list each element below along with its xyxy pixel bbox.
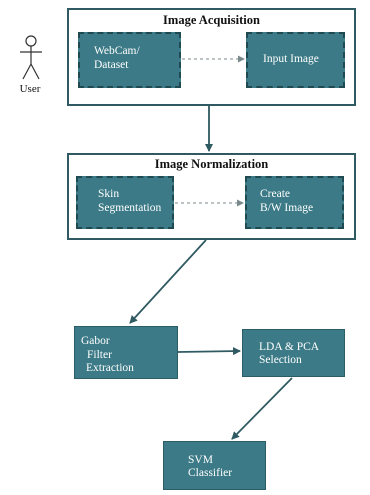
lda-pca-line-2: Selection: [259, 354, 302, 366]
skin-segmentation-box: Skin Segmentation: [76, 176, 174, 229]
svm-classifier-box: SVM Classifier: [163, 441, 266, 490]
create-bw-image-box: Create B/W Image: [245, 176, 344, 229]
user-actor-icon: [20, 35, 42, 80]
gabor-filter-extraction-box: Gabor Filter Extraction: [74, 326, 178, 379]
create-bw-image-line-2: B/W Image: [260, 202, 314, 214]
image-normalization-title: Image Normalization: [154, 157, 269, 171]
skin-segmentation-line-2: Segmentation: [98, 202, 162, 214]
gabor-line-3: Extraction: [86, 362, 134, 374]
webcam-dataset-line-2: Dataset: [94, 59, 129, 71]
gabor-line-2: Filter: [87, 349, 112, 361]
webcam-dataset-line-1: WebCam/: [94, 45, 140, 57]
arrow-selection-to-svm: [231, 377, 293, 440]
image-acquisition-title: Image Acquisition: [163, 13, 260, 27]
webcam-dataset-box: WebCam/ Dataset: [78, 32, 181, 88]
arrow-normalization-to-gabor: [129, 239, 207, 324]
skin-segmentation-line-1: Skin: [98, 188, 120, 200]
input-image-box: Input Image: [246, 32, 345, 88]
svm-line-1: SVM: [188, 454, 213, 466]
input-image-label: Input Image: [263, 53, 319, 65]
lda-pca-selection-box: LDA & PCA Selection: [242, 329, 345, 377]
gabor-line-1: Gabor: [81, 335, 110, 347]
lda-pca-line-1: LDA & PCA: [259, 341, 320, 353]
svm-line-2: Classifier: [188, 467, 233, 479]
user-label: User: [19, 83, 41, 95]
create-bw-image-line-1: Create: [260, 188, 291, 200]
arrow-gabor-to-selection: [177, 347, 241, 356]
